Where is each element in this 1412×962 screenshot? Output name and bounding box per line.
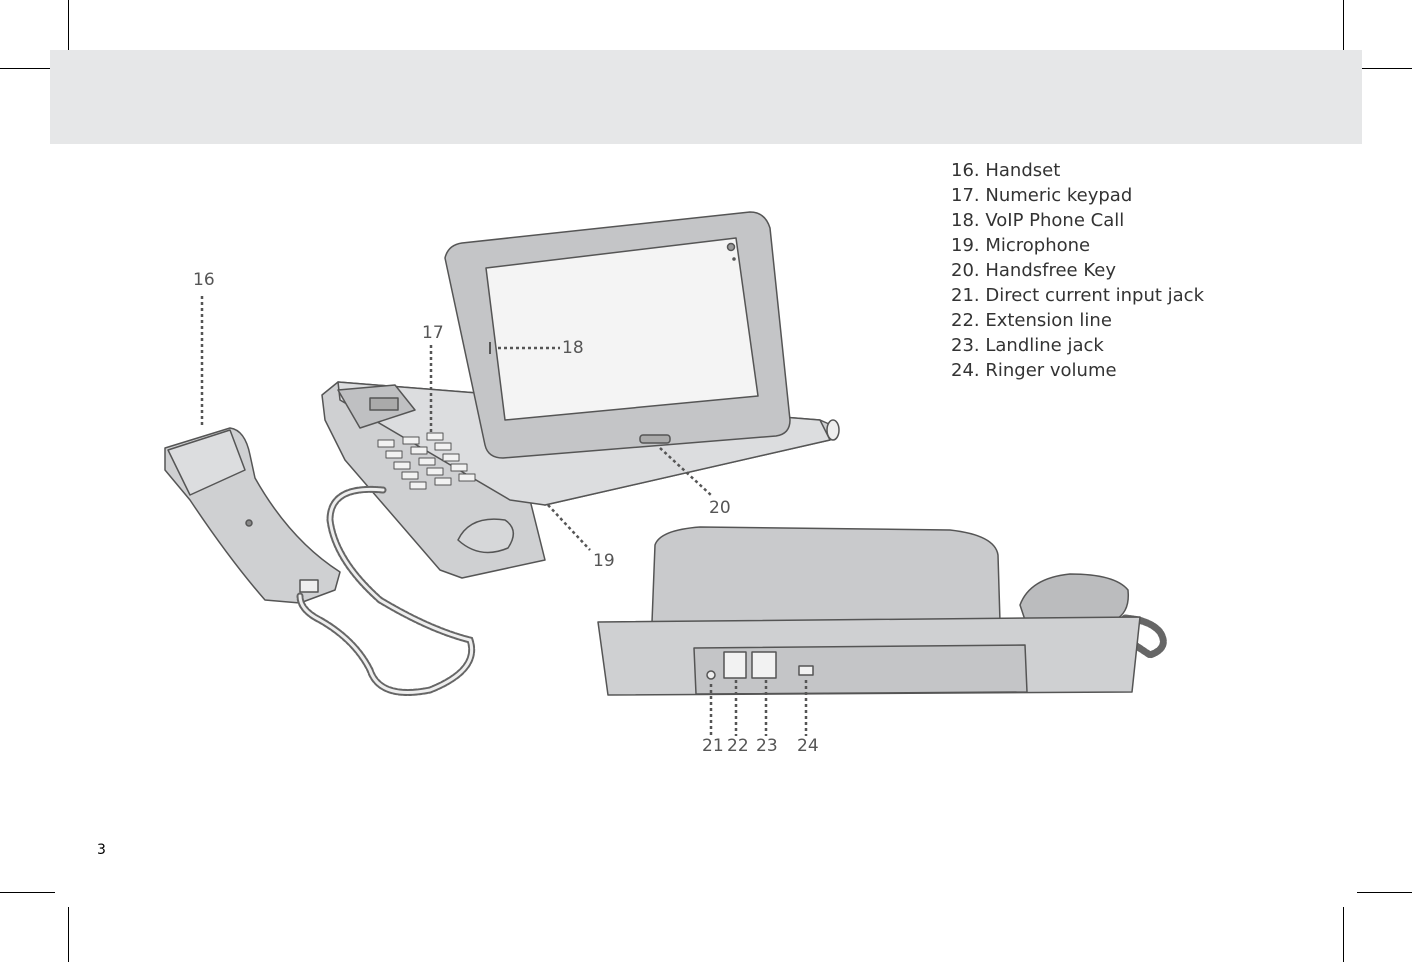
callout-23: 23 (756, 736, 778, 756)
crop-mark (0, 892, 55, 893)
crop-mark (0, 68, 55, 69)
crop-mark (1343, 907, 1344, 962)
callout-16: 16 (193, 270, 215, 290)
header-band (50, 50, 1362, 144)
legend-item: 20. Handsfree Key (951, 260, 1116, 281)
handset (164, 427, 341, 604)
crop-mark (1357, 68, 1412, 69)
crop-mark (1357, 892, 1412, 893)
callout-24: 24 (797, 736, 819, 756)
legend-item: 16. Handset (951, 160, 1061, 181)
legend-item: 22. Extension line (951, 310, 1112, 331)
callout-21: 21 (702, 736, 724, 756)
legend-item: 19. Microphone (951, 235, 1091, 256)
numeric-keypad (377, 432, 476, 490)
phone-rear-view (597, 526, 1141, 696)
callout-19: 19 (593, 551, 615, 571)
callout-20: 20 (709, 498, 731, 518)
extension-line-jack (723, 651, 747, 679)
handsfree-key (639, 434, 671, 444)
callout-17: 17 (422, 323, 444, 343)
legend-item: 21. Direct current input jack (951, 285, 1204, 306)
crop-mark (68, 0, 69, 55)
legend-item: 18. VoIP Phone Call (951, 210, 1125, 231)
page-number: 3 (97, 842, 106, 858)
parts-legend: 16. Handset 17. Numeric keypad 18. VoIP … (951, 158, 1371, 383)
legend-item: 23. Landline jack (951, 335, 1104, 356)
tablet-screen (485, 237, 759, 421)
legend-item: 24. Ringer volume (951, 360, 1117, 381)
crop-mark (68, 907, 69, 962)
ringer-volume-switch (798, 665, 814, 676)
dc-input-jack (706, 670, 716, 680)
callout-18: 18 (562, 338, 584, 358)
callout-22: 22 (727, 736, 749, 756)
crop-mark (1343, 0, 1344, 55)
landline-jack (751, 651, 777, 679)
leader-lines (200, 296, 808, 736)
legend-item: 17. Numeric keypad (951, 185, 1133, 206)
